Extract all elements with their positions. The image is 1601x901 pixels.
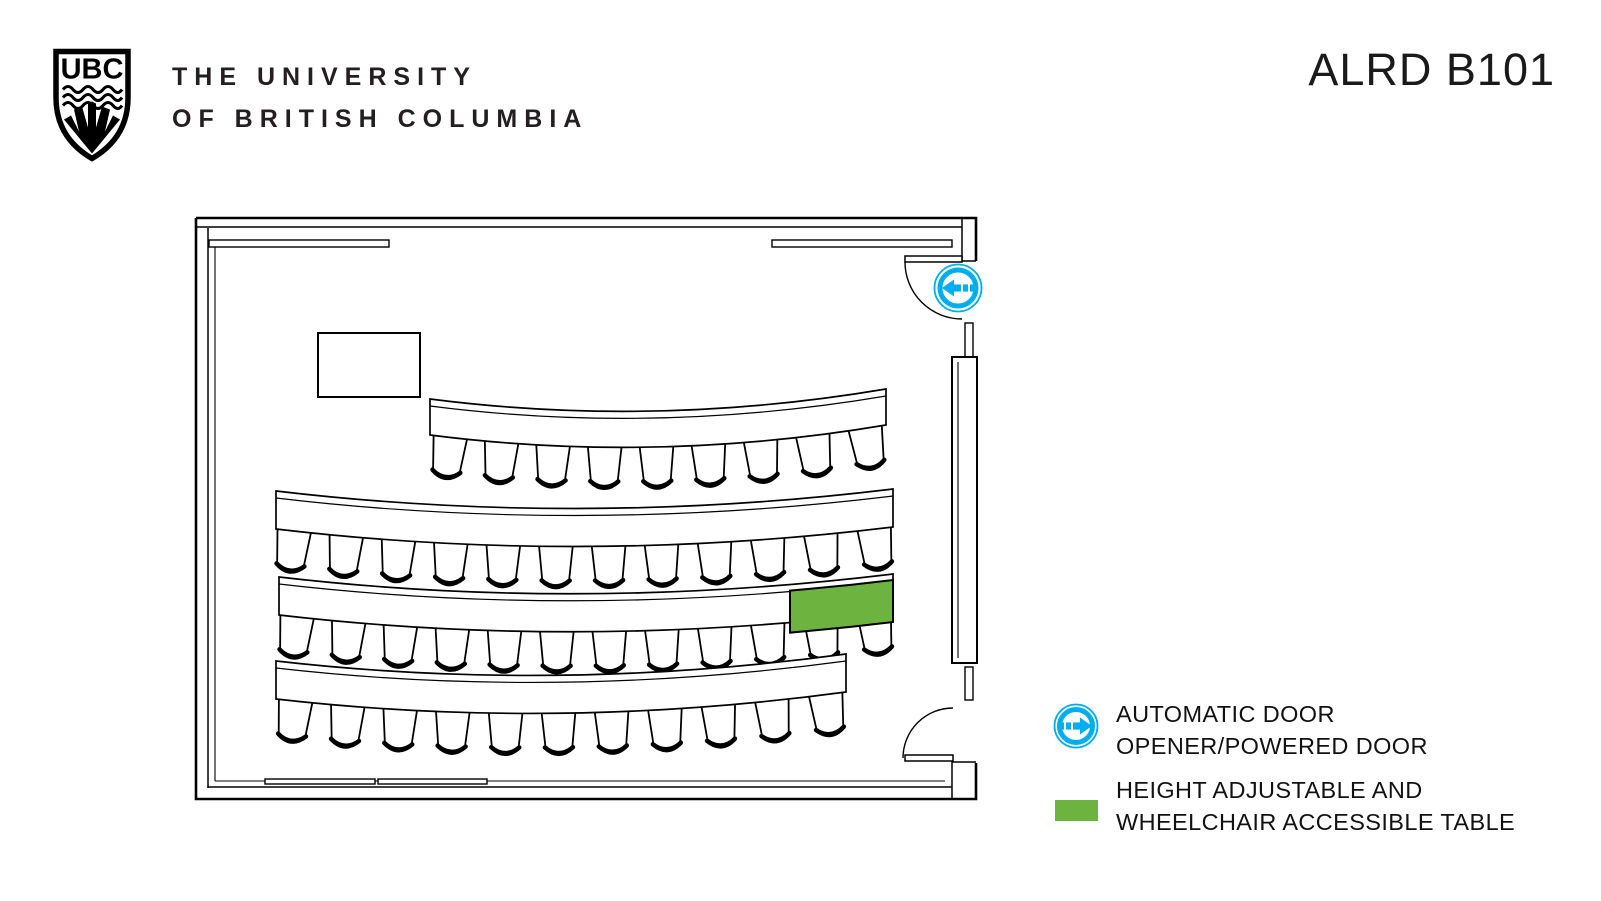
chair [846,422,887,471]
chair [591,628,628,675]
ubc-crest-logo: UBC [53,48,131,162]
university-name-line2: OF BRITISH COLUMBIA [172,105,589,133]
chair [538,628,575,675]
chair [275,696,314,744]
right-wall-panel [951,356,978,664]
chair [379,536,417,584]
table-row-band [275,488,894,548]
chair [749,535,787,582]
door-leaf [904,255,963,263]
legend-label: OPENER/POWERED DOOR [1116,733,1428,759]
legend-item-accessible-table: HEIGHT ADJUSTABLE AND WHEELCHAIR ACCESSI… [1052,774,1552,838]
chair [274,526,313,574]
chair [742,436,780,484]
arrow-right-icon [1060,717,1092,735]
legend-label: HEIGHT ADJUSTABLE AND [1116,777,1423,803]
chair [486,627,523,674]
chair [382,705,419,753]
chair [643,626,680,673]
chair [485,542,522,589]
chair [807,689,847,738]
room-walls [194,216,978,801]
door-jamb [964,666,974,701]
door-bottom-right [902,707,954,762]
table-edge-line [429,395,887,419]
chair [327,531,365,579]
chair [430,432,469,480]
legend: AUTOMATIC DOOR OPENER/POWERED DOOR HEIGH… [1052,698,1552,838]
table-row-band [275,653,847,715]
chair [535,442,572,489]
chair [328,701,366,749]
chair [590,543,627,590]
legend-item-automatic-door: AUTOMATIC DOOR OPENER/POWERED DOOR [1052,698,1552,762]
automatic-door-icon [1053,703,1099,749]
wall-strip [377,778,488,785]
chair [277,612,316,660]
chair [537,543,574,590]
chair [586,444,623,491]
chair [855,524,895,572]
chair [381,622,419,669]
chair [432,539,469,587]
chair [696,538,733,586]
chair [593,708,630,755]
chair [794,430,834,479]
university-wordmark: THE UNIVERSITY OF BRITISH COLUMBIA [172,56,588,140]
row-2 [274,488,895,590]
chair [802,530,841,578]
door-leaf [904,754,954,762]
crest-monogram: UBC [61,54,124,86]
door-top-right [904,255,963,320]
chair [696,623,733,671]
crest-sunburst-icon [64,101,120,154]
chair [749,620,787,667]
legend-label: AUTOMATIC DOOR [1116,701,1335,727]
chair [646,705,684,753]
chair [690,441,727,488]
chair [753,696,792,744]
chair [434,625,471,672]
wall-strip [264,778,376,785]
room-title: ALRD B101 [1308,44,1555,95]
chair [487,710,524,757]
row-1 [429,387,887,491]
row-3 [277,573,895,675]
door-swing-arc [904,261,963,320]
automatic-door-opener-icon [933,263,983,313]
lectern-table [317,332,421,398]
table-edge-line [275,660,847,684]
row-4 [275,653,847,757]
chair [329,617,367,665]
university-name-line1: THE UNIVERSITY [172,63,477,91]
chair [700,701,738,749]
seating-rows [274,387,895,757]
door-jamb [964,322,974,358]
chair [482,438,520,486]
accessible-table-swatch [1055,800,1098,821]
chair [643,541,680,588]
chair [638,443,675,490]
accessible-table [789,578,894,634]
door-swing-arc [902,707,954,759]
legend-label: WHEELCHAIR ACCESSIBLE TABLE [1116,809,1516,835]
chair [434,708,471,755]
table-edge-line [275,495,894,517]
chair [540,710,577,757]
arrow-left-icon [942,279,974,297]
